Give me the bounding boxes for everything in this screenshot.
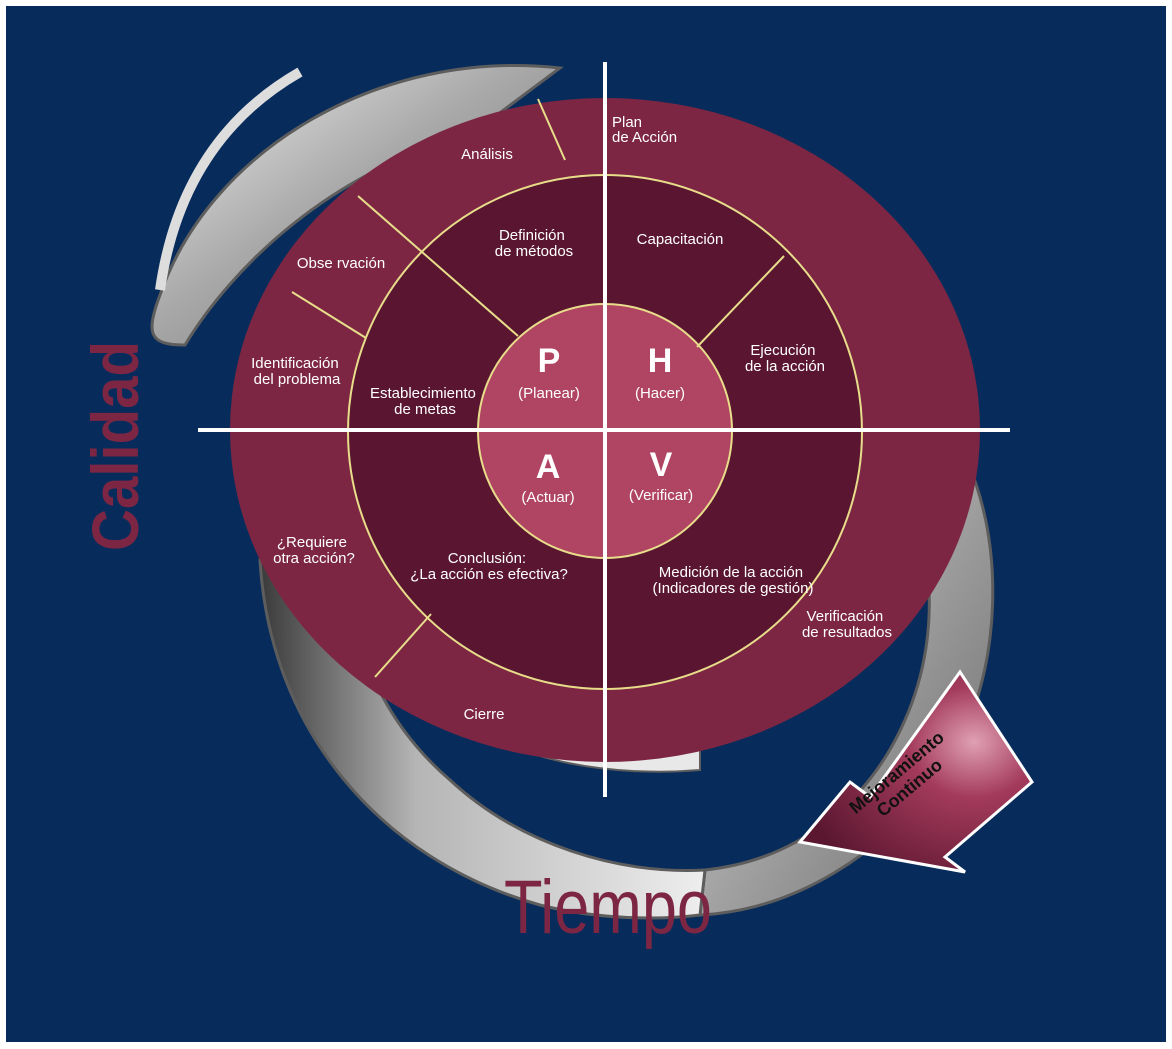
a-letter: A bbox=[536, 448, 561, 486]
quadrant-axes bbox=[198, 62, 1010, 797]
cierre-line-1: Cierre bbox=[464, 706, 505, 723]
establecimiento-line-1: Establecimiento bbox=[370, 385, 476, 402]
plan-line-2: de Acción bbox=[612, 129, 677, 146]
middle-ring-labels: Definición de métodos Establecimiento de… bbox=[370, 227, 825, 597]
requiere-line-2: otra acción? bbox=[273, 550, 355, 567]
verificacion-line-2: de resultados bbox=[802, 624, 892, 641]
ejecucion-label: Ejecución de la acción bbox=[745, 342, 825, 375]
observacion-label: Obse rvación bbox=[297, 255, 385, 272]
plan-label: Plan de Acción bbox=[612, 114, 677, 146]
medicion-line-2: (Indicadores de gestión) bbox=[653, 580, 814, 597]
medicion-label: Medición de la acción (Indicadores de ge… bbox=[653, 564, 814, 597]
verificacion-label: Verificación de resultados bbox=[802, 608, 892, 641]
conclusion-line-1: Conclusión: bbox=[448, 550, 526, 567]
v-word: (Verificar) bbox=[629, 487, 693, 504]
conclusion-label: Conclusión: ¿La acción es efectiva? bbox=[410, 550, 568, 583]
capacitacion-label: Capacitación bbox=[637, 231, 724, 248]
ejecucion-line-2: de la acción bbox=[745, 358, 825, 375]
v-letter: V bbox=[650, 446, 673, 484]
a-word: (Actuar) bbox=[521, 489, 574, 506]
definicion-line-1: Definición bbox=[499, 227, 565, 244]
identificacion-line-1: Identificación bbox=[251, 355, 339, 372]
establecimiento-label: Establecimiento de metas bbox=[370, 385, 480, 418]
center-labels: P (Planear) H (Hacer) A (Actuar) V (Veri… bbox=[518, 342, 693, 506]
h-word: (Hacer) bbox=[635, 385, 685, 402]
requiere-line-1: ¿Requiere bbox=[277, 534, 347, 551]
p-word: (Planear) bbox=[518, 385, 580, 402]
divider-lines bbox=[291, 98, 785, 678]
p-letter: P bbox=[538, 342, 561, 380]
outer-ring-labels: Plan de Acción Análisis Obse rvación Ide… bbox=[251, 114, 892, 723]
cierre-label: Cierre bbox=[464, 706, 505, 723]
h-letter: H bbox=[648, 342, 673, 380]
establecimiento-line-2: de metas bbox=[394, 401, 456, 418]
analisis-label: Análisis bbox=[461, 146, 513, 163]
identificacion-line-2: del problema bbox=[254, 371, 341, 388]
conclusion-line-2: ¿La acción es efectiva? bbox=[410, 566, 568, 583]
definicion-label: Definición de métodos bbox=[495, 227, 573, 260]
requiere-label: ¿Requiere otra acción? bbox=[273, 534, 355, 567]
medicion-line-1: Medición de la acción bbox=[659, 564, 803, 581]
plan-line-1: Plan bbox=[612, 114, 642, 131]
verificacion-line-1: Verificación bbox=[807, 608, 884, 625]
capacitacion-line-1: Capacitación bbox=[637, 231, 724, 248]
identificacion-label: Identificación del problema bbox=[251, 355, 343, 388]
tiempo-label: Tiempo bbox=[504, 865, 712, 950]
calidad-label: Calidad bbox=[78, 341, 152, 551]
ejecucion-line-1: Ejecución bbox=[750, 342, 815, 359]
analisis-line-1: Análisis bbox=[461, 146, 513, 163]
observacion-line-1: Obse rvación bbox=[297, 255, 385, 272]
definicion-line-2: de métodos bbox=[495, 243, 573, 260]
